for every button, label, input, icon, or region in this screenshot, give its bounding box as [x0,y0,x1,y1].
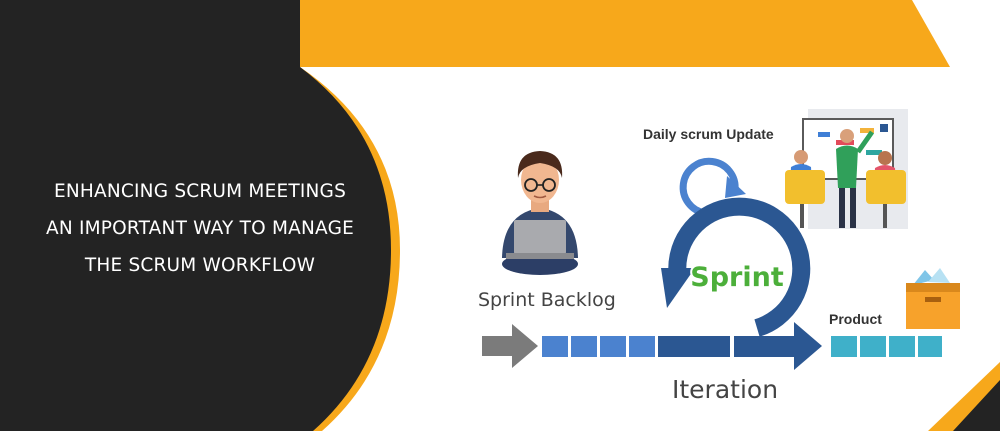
developer-with-laptop-icon [502,151,578,275]
sprint-backlog-boxes [542,336,655,357]
headline-line-2: AN IMPORTANT WAY TO MANAGE [46,218,354,239]
input-arrow-icon [482,324,538,368]
dark-panel [0,0,391,431]
iteration-label: Iteration [672,375,779,404]
sprint-label-svg: Sprint [688,260,786,293]
headline-line-3: THE SCRUM WORKFLOW [84,255,316,276]
product-label: Product [829,311,882,327]
headline: ENHANCING SCRUM MEETINGS AN IMPORTANT WA… [0,173,400,284]
sprint-cycle-arrow-icon [661,197,811,337]
headline-line-1: ENHANCING SCRUM MEETINGS [53,181,347,202]
top-orange-band [295,0,950,67]
iteration-arrow-icon [658,322,822,370]
daily-update-label: Daily scrum Update [643,126,774,142]
product-boxes [831,336,942,357]
sprint-label: Sprint [690,262,784,293]
sprint-backlog-label: Sprint Backlog [478,289,616,311]
bottom-right-dark-corner [953,380,1000,431]
product-box-icon [906,268,960,329]
small-cycle-arrow-icon [679,157,746,217]
team-meeting-icon [785,109,908,229]
